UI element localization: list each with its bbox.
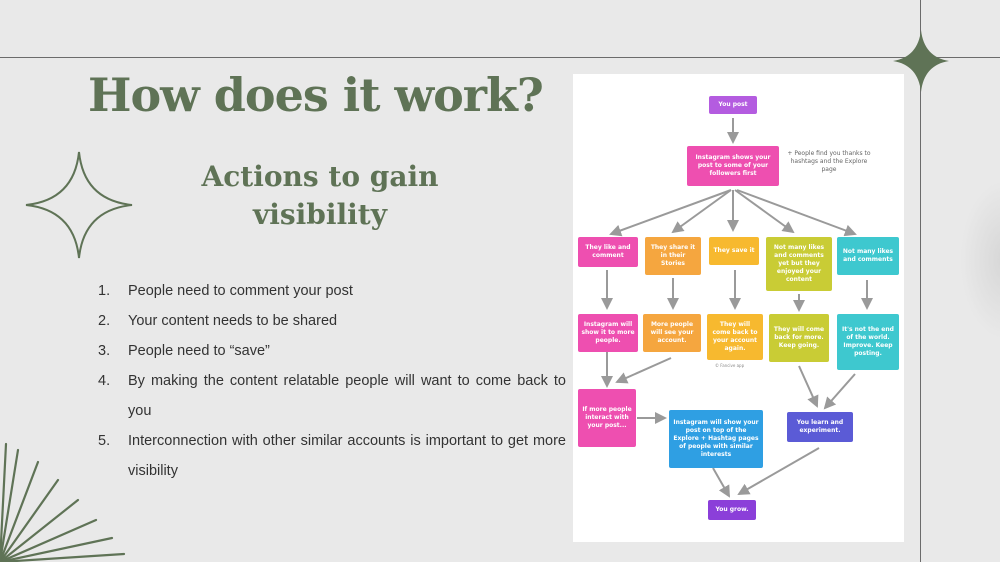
flow-box-show-more-people: Instagram will show it to more people. — [578, 314, 638, 352]
flow-box-you-grow: You grow. — [708, 500, 756, 520]
list-item: 2. Your content needs to be shared — [98, 306, 566, 336]
section-subtitle: Actions to gain visibility — [201, 160, 439, 231]
list-item-number: 4. — [98, 373, 111, 389]
flow-box-not-end: It's not the end of the world. Improve. … — [837, 314, 899, 370]
flow-box-enjoyed: Not many likes and comments yet but they… — [766, 237, 832, 291]
arrow-learn-to-grow — [737, 447, 820, 495]
list-item: 3. People need to “save” — [98, 336, 566, 366]
flow-box-share-stories: They share it in their Stories — [645, 237, 701, 275]
flow-box-you-post: You post — [709, 96, 757, 114]
list-item-text: People need to comment your post — [128, 283, 353, 299]
list-item-text: People need to “save” — [128, 343, 270, 359]
page-title: How does it work? — [88, 68, 544, 122]
palm-leaf-icon — [0, 442, 126, 562]
list-item-number: 1. — [98, 283, 111, 299]
sparkle-outline-icon — [25, 151, 133, 259]
actions-list: 1. People need to comment your post 2. You… — [98, 276, 566, 486]
arrow-shown-to-enjoyed — [734, 189, 795, 234]
flow-box-interact: If more people interact with your post..… — [578, 389, 636, 447]
arrow-forme-to-learn — [798, 365, 819, 408]
list-item-text: Your content needs to be shared — [128, 313, 338, 329]
flowchart-arrows — [601, 118, 873, 498]
arrow-explore-to-grow — [712, 467, 730, 498]
flow-side-note: + People find you thanks to hashtags and… — [787, 150, 871, 174]
list-item-number: 3. — [98, 343, 111, 359]
list-item-number: 2. — [98, 313, 111, 329]
list-item: 1. People need to comment your post — [98, 276, 566, 306]
flowchart-panel: You post Instagram shows your post to so… — [573, 74, 904, 542]
flow-box-not-many: Not many likes and comments — [837, 237, 899, 275]
flow-box-learn: You learn and experiment. — [787, 412, 853, 442]
sparkle-icon-top-right — [893, 30, 949, 92]
list-item-text: By making the content relatable people w… — [128, 373, 566, 419]
vertical-divider-line — [920, 0, 921, 562]
flow-box-like-comment: They like and comment — [578, 237, 638, 267]
flow-box-explore: Instagram will show your post on top of … — [669, 410, 763, 468]
arrow-end-to-learn — [823, 373, 856, 410]
list-item: 5. Interconnection with other similar acc… — [98, 426, 566, 486]
flow-box-come-back-more: They will come back for more. Keep going… — [769, 314, 829, 362]
arrow-more-to-interact — [615, 357, 672, 384]
flow-box-save: They save it — [709, 237, 759, 265]
header-divider-line — [0, 57, 1000, 58]
flow-credit: © Fancive app — [715, 363, 745, 368]
arrow-shown-to-few — [736, 189, 857, 237]
arrow-shown-to-like — [609, 189, 732, 237]
list-item: 4. By making the content relatable people… — [98, 366, 566, 426]
list-item-text: Interconnection with other similar accou… — [128, 433, 566, 479]
flow-box-see-account: More people will see your account. — [643, 314, 701, 352]
flow-box-shown-first: Instagram shows your post to some of you… — [687, 146, 779, 186]
flow-box-come-back: They will come back to your account agai… — [707, 314, 763, 360]
list-item-number: 5. — [98, 433, 111, 449]
decorative-shadow-right — [960, 180, 1000, 340]
arrow-shown-to-share — [671, 189, 732, 234]
